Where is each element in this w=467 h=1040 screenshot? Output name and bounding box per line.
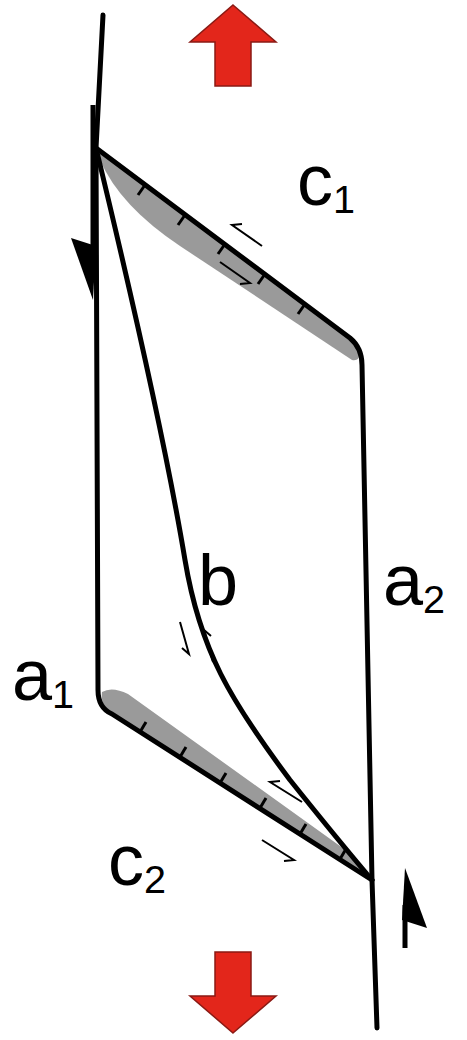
extension-arrow [190, 952, 276, 1033]
fault-ticks [138, 185, 346, 859]
fault-line [96, 148, 372, 880]
extension-arrow [190, 5, 276, 86]
fault-line [96, 15, 372, 880]
part-label: b [198, 544, 238, 616]
part-label-text: c1 [297, 140, 355, 220]
part-label-text: c2 [108, 820, 166, 900]
shear-arrow [71, 105, 96, 300]
slip-arrows [180, 224, 302, 861]
part-label-text: b [198, 540, 238, 620]
part-label-text: a2 [383, 540, 445, 620]
part-label-text: a1 [12, 635, 74, 715]
part-label: c1 [297, 144, 355, 220]
part-label: c2 [108, 824, 166, 900]
part-label: a1 [12, 639, 74, 715]
fault-line [96, 148, 377, 1028]
part-label: a2 [383, 544, 445, 620]
shear-arrow [402, 868, 427, 948]
